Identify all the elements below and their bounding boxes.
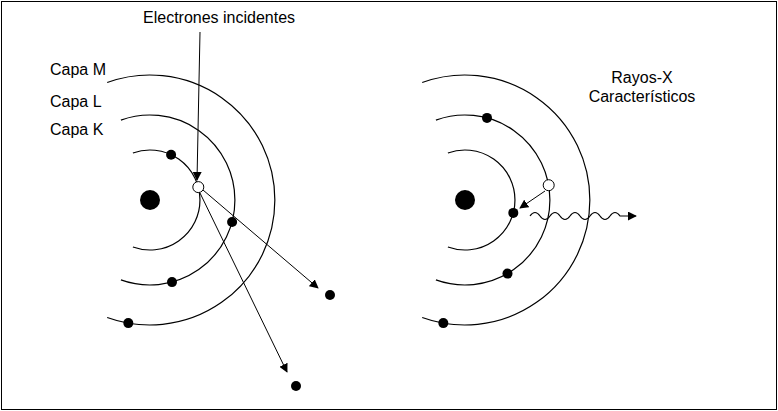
shell-label: Capa K xyxy=(50,120,103,139)
electron xyxy=(482,113,492,123)
electron xyxy=(508,208,518,218)
electron xyxy=(291,381,301,391)
electron xyxy=(123,318,133,328)
xray-label: Rayos-X Característicos xyxy=(572,68,712,106)
electron xyxy=(166,150,176,160)
transition-arrow xyxy=(520,191,545,208)
shell-m xyxy=(107,75,275,325)
ejected-arrow xyxy=(200,193,287,372)
shell-label: Capa L xyxy=(50,92,102,111)
right-atom xyxy=(422,75,590,325)
electron xyxy=(503,269,513,279)
ejected-arrow xyxy=(203,190,318,288)
shell-label: Capa M xyxy=(50,60,106,79)
shell-m xyxy=(422,75,590,325)
incident-arrow xyxy=(197,32,200,180)
electron xyxy=(325,290,335,300)
vacancy xyxy=(193,182,204,193)
nucleus xyxy=(140,190,160,210)
nucleus xyxy=(455,190,475,210)
shell-k xyxy=(448,150,515,250)
electron xyxy=(438,318,448,328)
shell-l xyxy=(121,115,235,285)
shell-k xyxy=(133,150,200,250)
vacancy xyxy=(543,180,554,191)
xray-wave xyxy=(530,213,636,220)
beam-label: Electrones incidentes xyxy=(143,8,295,27)
electron xyxy=(227,217,237,227)
electron xyxy=(167,277,177,287)
shell-l xyxy=(436,115,550,285)
left-atom xyxy=(107,75,275,325)
